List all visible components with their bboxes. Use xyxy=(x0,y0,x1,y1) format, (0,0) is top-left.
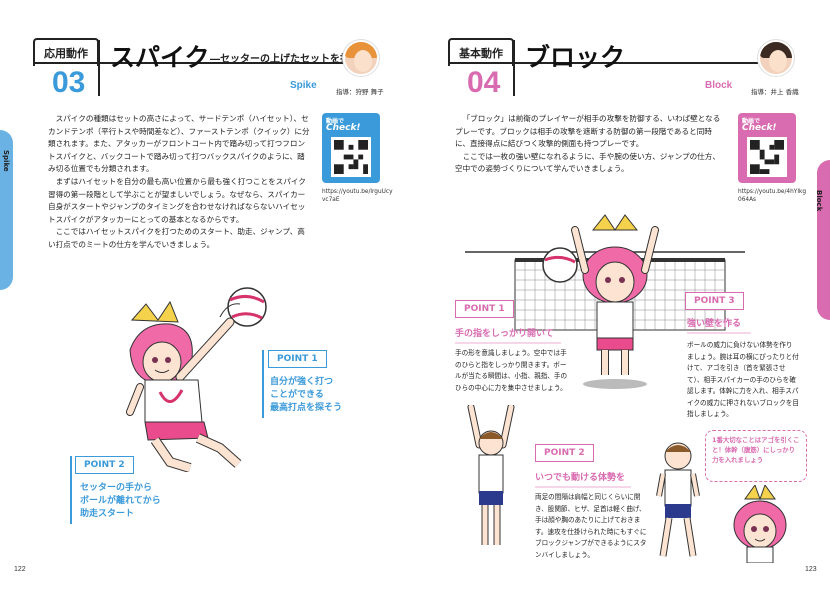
page-number: 122 xyxy=(14,566,26,573)
point1-rule xyxy=(262,350,264,418)
paragraph: まずはハイセットを自分の最も高い位置から最も強く打つことをスパイク習得の第一段階… xyxy=(48,176,306,224)
point2-heading: いつでも動ける体勢を xyxy=(535,473,626,483)
paragraph: ここではハイセットスパイクを打つためのスタート、助走、ジャンプ、高い打点でのミー… xyxy=(48,227,305,249)
header-rule xyxy=(448,62,793,64)
intro-text: スパイクの種類はセットの高さによって、サードテンポ（ハイセット）、セカンドテンポ… xyxy=(48,113,310,252)
right-page: 基本動作 04 ブロック Block 指導：井上 香織 「ブロック」は前衛のプレ… xyxy=(415,0,830,593)
point3-tag: POINT 3 xyxy=(685,292,744,310)
blocker-illustration xyxy=(465,214,745,389)
point1-heading: 手の指をしっかり開いて xyxy=(455,329,554,339)
header-rule xyxy=(33,62,378,64)
point2-tag: POINT 2 xyxy=(75,456,134,474)
advice-balloon: 1番大切なことはアゴを引くこと！体幹（腹筋）にしっかり力を入れましょう xyxy=(705,430,807,482)
advice-text: 1番大切なことはアゴを引くこと！体幹（腹筋）にしっかり力を入れましょう xyxy=(712,436,800,464)
point1-underline xyxy=(455,342,561,344)
point1-body: 手の形を意識しましょう。空中では手のひらと指をしっかり開きます。ボールが当たる瞬… xyxy=(455,349,568,392)
paragraph: 「ブロック」は前衛のプレイヤーが相手の攻撃を防御する、いわば壁となるプレーです。… xyxy=(455,114,721,149)
qr-label: 動画で xyxy=(742,118,761,125)
paragraph: ここでは一枚の強い壁になれるように、手や腕の使い方、ジャンプの仕方、空中での姿勢… xyxy=(455,151,720,174)
section-number: 03 xyxy=(52,66,86,99)
point3-heading: 強い壁を作る xyxy=(687,319,742,329)
boy-blocking-illustration xyxy=(467,405,515,545)
page-subtitle: ―セッターの上げたセットを打つ xyxy=(210,54,360,65)
instructor-photo xyxy=(343,40,379,76)
page-title: スパイク xyxy=(110,43,210,72)
instructor-name: 指導：井上 香織 xyxy=(751,88,799,96)
english-title: Block xyxy=(705,80,733,91)
page-number: 123 xyxy=(805,566,817,573)
video-url[interactable]: https://youtu.be/lrguUcy vc7aE xyxy=(322,189,393,203)
spiker-illustration xyxy=(126,287,267,472)
page-title: ブロック xyxy=(525,43,626,72)
boy-ready-illustration xyxy=(656,442,700,557)
point3-body: ボールの威力に負けない体勢を作りましょう。腕は耳の横にぴったりと付けて、アゴを引… xyxy=(687,341,799,418)
girl-mascot-illustration xyxy=(733,485,787,563)
point1-text: 自分が強く打つ ことができる 最高打点を探そう xyxy=(270,377,343,413)
side-tab-label: Spike xyxy=(2,150,10,172)
point2-rule xyxy=(70,456,72,524)
qr-label: 動画で xyxy=(326,118,345,125)
left-page: 応用動作 03 スパイク ―セッターの上げたセットを打つ Spike 指導：狩野… xyxy=(0,38,393,573)
side-tab xyxy=(817,160,830,320)
instructor-name: 指導：狩野 舞子 xyxy=(336,88,384,96)
header-divider xyxy=(513,40,515,96)
video-url[interactable]: https://youtu.be/4hYIkg 064As xyxy=(738,189,807,203)
point1-tag: POINT 1 xyxy=(268,350,327,368)
paragraph: スパイクの種類はセットの高さによって、サードテンポ（ハイセット）、セカンドテンポ… xyxy=(48,114,310,174)
intro-text: 「ブロック」は前衛のプレイヤーが相手の攻撃を防御する、いわば壁となるプレーです。… xyxy=(455,113,725,176)
qr-code-icon[interactable] xyxy=(747,137,787,177)
point1-tag: POINT 1 xyxy=(455,300,514,318)
point2-body: 両足の間隔は肩幅と同じくらいに開き、股関節、ヒザ、足首は軽く曲げ、手は顔や胸のあ… xyxy=(535,493,647,559)
instructor-photo xyxy=(758,40,794,76)
side-tab-label: Block xyxy=(815,190,823,212)
point2-underline xyxy=(535,486,631,488)
header-divider xyxy=(98,40,100,96)
english-title: Spike xyxy=(290,80,317,91)
qr-code-icon[interactable] xyxy=(331,137,371,177)
section-number: 04 xyxy=(467,66,501,99)
point2-tag: POINT 2 xyxy=(535,444,594,462)
qr-check: Check! xyxy=(742,123,777,133)
qr-check: Check! xyxy=(326,123,361,133)
point2-text: セッターの手から ボールが離れてから 助走スタート xyxy=(80,483,161,519)
point3-underline xyxy=(687,332,751,334)
side-tab xyxy=(0,130,13,290)
